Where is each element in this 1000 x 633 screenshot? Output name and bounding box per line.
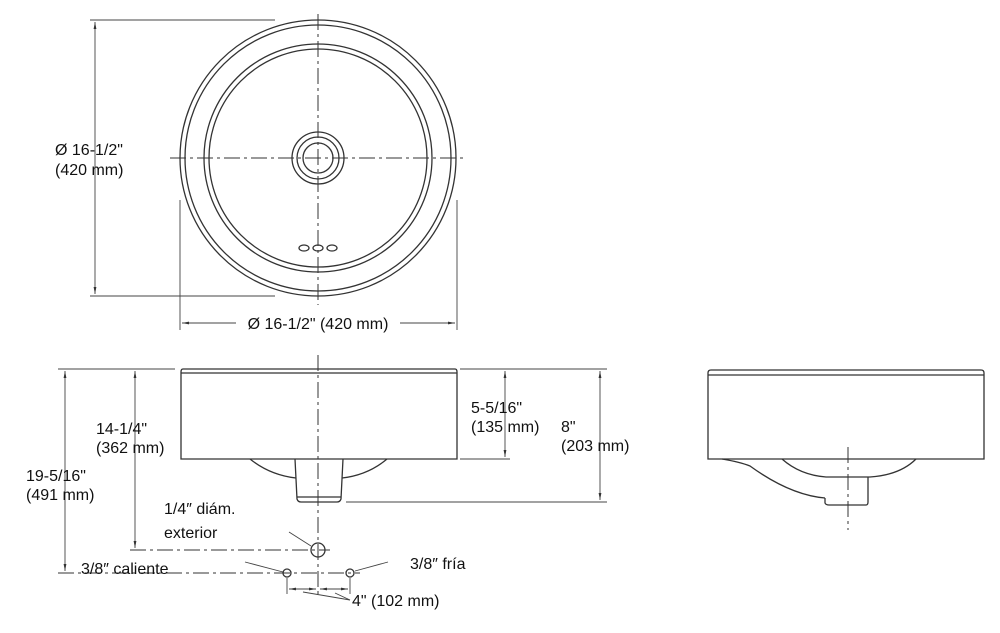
top-height-dim-mm: (420 mm)	[55, 162, 123, 179]
drain-label-line2: exterior	[164, 525, 218, 542]
total-height-mm: (203 mm)	[561, 438, 629, 455]
supply-height-inch: 19-5/16"	[26, 468, 86, 485]
drain-outlet-marker	[310, 542, 326, 558]
top-view: Ø 16-1/2" (420 mm) Ø 16-1/2" (420 mm)	[55, 14, 466, 333]
front-view: 14-1/4" (362 mm) 19-5/16" (491 mm) 1/4″ …	[26, 355, 629, 610]
top-width-dim: Ø 16-1/2" (420 mm)	[248, 316, 389, 333]
rim-height-inch: 5-5/16"	[471, 400, 522, 417]
cold-supply-marker	[345, 568, 355, 578]
drain-height-inch: 14-1/4"	[96, 421, 147, 438]
top-height-dim-inch: Ø 16-1/2"	[55, 142, 123, 159]
rim-height-mm: (135 mm)	[471, 419, 539, 436]
cold-supply-label: 3/8″ fría	[410, 556, 466, 573]
side-view	[707, 369, 985, 530]
drain-height-mm: (362 mm)	[96, 440, 164, 457]
supply-height-mm: (491 mm)	[26, 487, 94, 504]
drain-label-line1: 1/4″ diám.	[164, 501, 235, 518]
hot-supply-marker	[282, 568, 292, 578]
hot-supply-label: 3/8″ caliente	[81, 561, 169, 578]
total-height-inch: 8"	[561, 419, 576, 436]
supply-spacing-dim: 4" (102 mm)	[352, 593, 439, 610]
